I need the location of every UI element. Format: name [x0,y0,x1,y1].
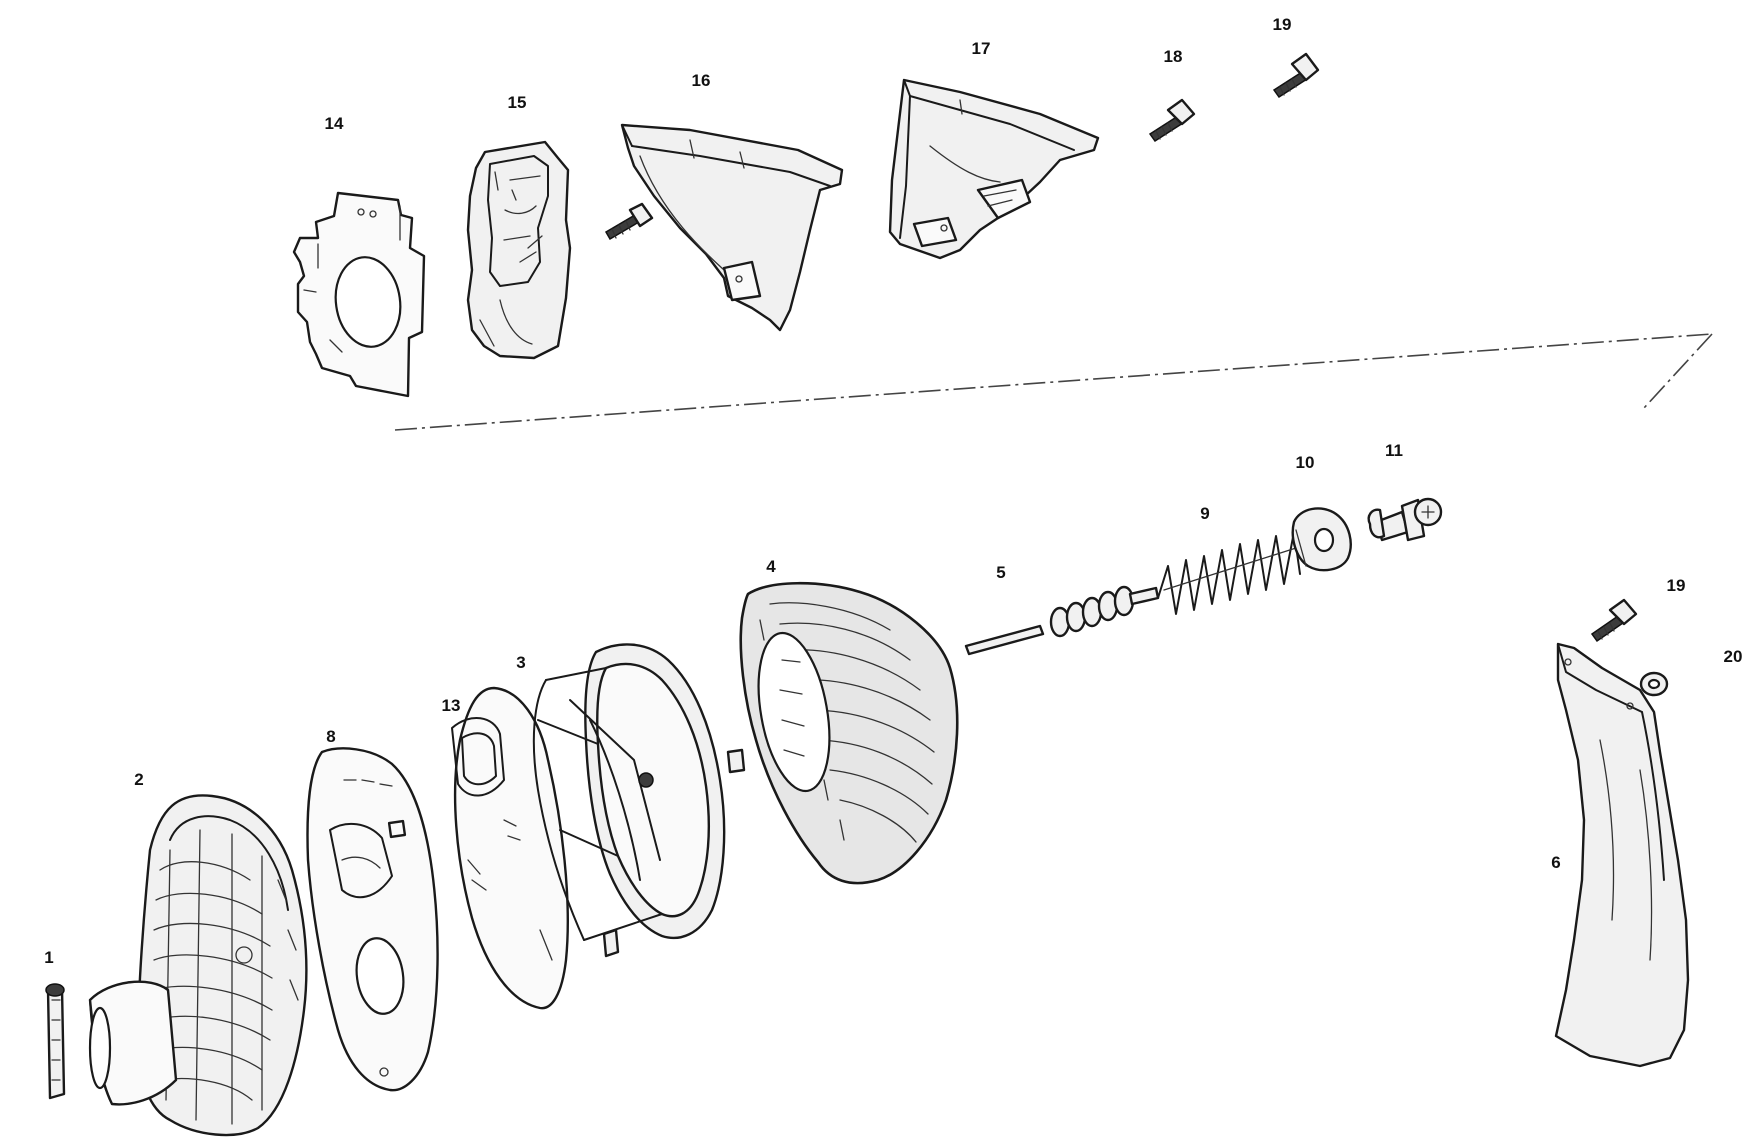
separation-line [394,333,1713,431]
part-10-bushing [1291,507,1352,572]
callout-15: 15 [508,93,527,112]
part-18-screw [1148,98,1196,143]
callout-14: 14 [325,114,344,133]
callout-6: 6 [1551,853,1560,872]
callout-18: 18 [1164,47,1183,66]
callout-5: 5 [996,563,1005,582]
callout-19-top: 19 [1273,15,1292,34]
callout-13: 13 [442,696,461,715]
part-9-spring [1157,531,1301,615]
callout-17: 17 [972,39,991,58]
callout-3: 3 [516,653,525,672]
callout-19-right: 19 [1667,576,1686,595]
callout-16: 16 [692,71,711,90]
part-15-molded-panel [466,140,572,360]
callout-20: 20 [1724,647,1743,666]
part-3-filter-cage [532,643,746,958]
part-17-side-cover [888,78,1100,260]
part-14-gasket-plate [292,191,426,398]
callout-9: 9 [1200,504,1209,523]
callout-4: 4 [766,557,776,576]
part-16-side-cover [620,123,844,332]
callout-11: 11 [1385,441,1403,460]
screw-near-part-16 [604,202,654,241]
part-2-intake-housing [88,794,308,1137]
callout-labels: 1 2 8 13 3 4 5 9 10 11 6 19 20 14 15 16 … [44,15,1742,967]
part-1-clamp [45,983,66,1100]
part-20-washer [1639,671,1669,697]
part-19-screw-top [1272,52,1320,99]
part-11-bolt [1367,497,1443,542]
part-8-backing-plate [306,747,439,1092]
part-5-rod [964,585,1160,656]
callout-1: 1 [44,948,53,967]
part-6-deflector [1554,642,1690,1068]
callout-10: 10 [1296,453,1315,472]
callout-2: 2 [134,770,143,789]
part-4-foam-filter [739,581,959,885]
callout-8: 8 [326,727,335,746]
part-19-screw-right [1590,598,1638,643]
part-13-flap-plate [451,686,569,1010]
